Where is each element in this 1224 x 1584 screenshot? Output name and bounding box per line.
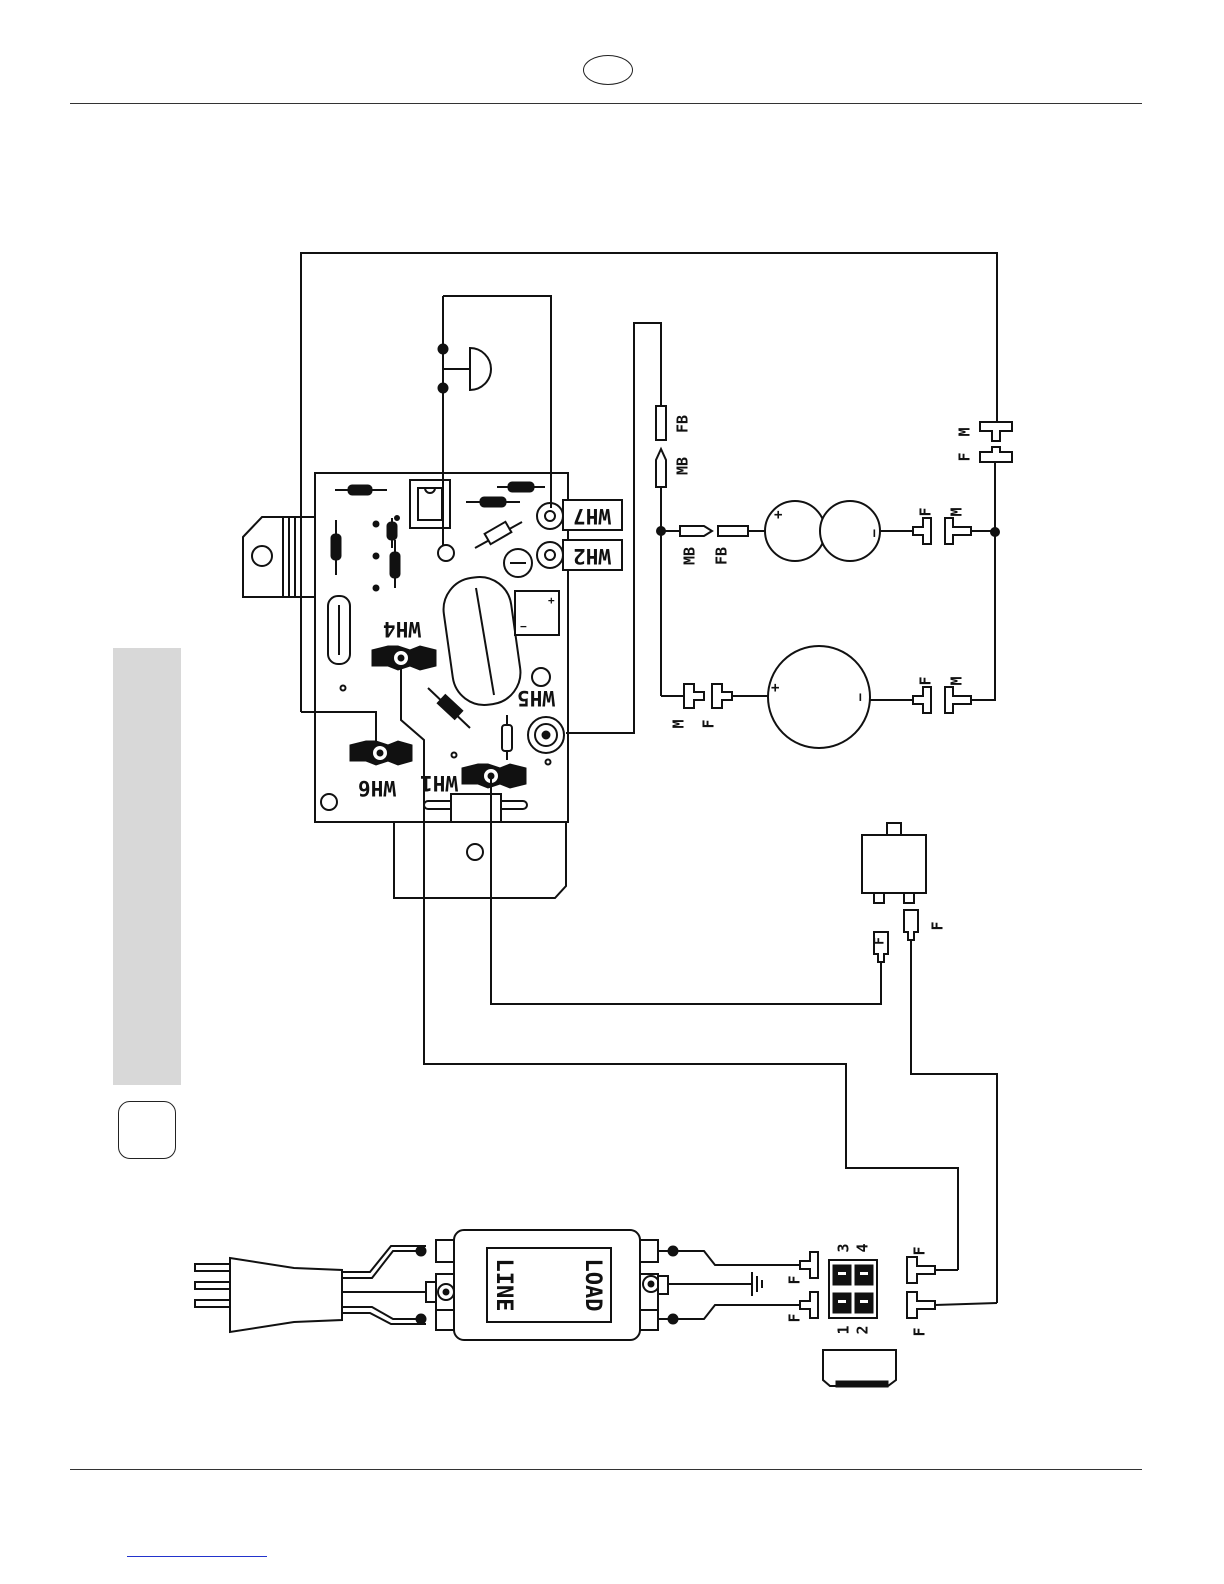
m-connector-lower-return: M: [945, 676, 971, 713]
bridge-minus: −: [520, 620, 527, 633]
regulator-leg-block: [301, 517, 315, 597]
f-connector-lower-return: F: [913, 676, 935, 713]
wh5-label: WH5: [517, 686, 555, 710]
fb-connector: FB: [656, 406, 692, 440]
f-connector-switch-4: F: [907, 1246, 935, 1283]
board-via: [373, 585, 379, 591]
svg-text:F: F: [786, 1313, 804, 1322]
f-connector-relay-left: F: [873, 932, 889, 962]
board-via: [341, 686, 346, 691]
svg-text:F: F: [956, 452, 974, 461]
svg-text:M: M: [956, 427, 974, 436]
large-motor: + −: [768, 646, 870, 748]
svg-text:M: M: [948, 676, 966, 685]
wh1-label: WH1: [420, 771, 458, 795]
mb-connector-h: MB: [680, 526, 712, 565]
filter-load-bot-wire: [658, 1305, 800, 1319]
line-filter: LINE LOAD: [416, 1230, 678, 1340]
svg-text:M: M: [670, 719, 688, 728]
fb-connector-h: FB: [713, 526, 749, 565]
lower-return-wire: [971, 462, 995, 700]
plug-cord-top-2: [342, 1246, 426, 1272]
board-via: [373, 521, 379, 527]
ground-icon: [752, 1272, 762, 1296]
board-connector-block: [451, 794, 501, 822]
filter-load-top-wire: [658, 1251, 800, 1265]
wh4-label: WH4: [383, 617, 421, 641]
power-plug: [195, 1258, 342, 1332]
wh7-label: WH7: [573, 504, 611, 528]
svg-text:F: F: [911, 1246, 929, 1255]
svg-text:F: F: [700, 719, 718, 728]
switch-2-wire: [935, 1303, 997, 1305]
f-connector-relay-right: F: [904, 910, 947, 940]
control-board: + − WH7 WH2: [243, 473, 622, 898]
twin-motor: + −: [765, 501, 882, 561]
wh6-label: WH6: [358, 776, 396, 800]
twin-motor-plus: +: [774, 507, 782, 523]
thermostat-sensor: [470, 348, 491, 390]
f-connector-upper-return: F: [913, 507, 935, 544]
switch-pin-1: 1: [835, 1325, 853, 1334]
board-via: [395, 516, 400, 521]
mount-plate-hole: [467, 844, 483, 860]
board-via: [546, 760, 551, 765]
m-connector-upper-return: M: [945, 507, 971, 544]
switch-pin-4: 4: [854, 1243, 872, 1252]
filter-load-label: LOAD: [580, 1259, 605, 1312]
twin-motor-minus: −: [866, 529, 882, 537]
board-mount-plate: [394, 822, 566, 898]
f-connector-right-bus: F: [956, 447, 1013, 462]
board-minus-marker: [504, 549, 532, 577]
m-connector-right-bus: M: [956, 422, 1013, 441]
svg-text:FB: FB: [674, 415, 692, 433]
heatsink-hole: [252, 546, 272, 566]
svg-text:F: F: [929, 921, 947, 930]
board-via: [452, 753, 457, 758]
svg-text:FB: FB: [713, 547, 731, 565]
relay-component: [862, 823, 926, 903]
board-mount-hole: [321, 794, 337, 810]
board-test-point: [532, 668, 550, 686]
switch-pin-2: 2: [854, 1325, 872, 1334]
large-motor-plus: +: [771, 680, 779, 696]
switch-pin-3: 3: [835, 1243, 853, 1252]
large-motor-minus: −: [852, 693, 868, 701]
terminal-wh2[interactable]: WH2: [537, 540, 622, 570]
svg-text:F: F: [873, 937, 888, 945]
f-connector-switch-2: F: [907, 1292, 935, 1337]
svg-text:F: F: [786, 1275, 804, 1284]
svg-text:F: F: [917, 507, 935, 516]
svg-text:F: F: [911, 1327, 929, 1336]
f-connector-switch-3: F: [786, 1252, 819, 1285]
board-via: [373, 553, 379, 559]
svg-text:MB: MB: [681, 547, 699, 565]
regulator-body: [283, 517, 301, 597]
bridge-plus: +: [548, 594, 555, 607]
svg-text:F: F: [917, 676, 935, 685]
f-connector-switch-1: F: [786, 1292, 819, 1323]
board-pad: [438, 545, 454, 561]
wh2-label: WH2: [573, 544, 611, 568]
filter-line-label: LINE: [491, 1259, 516, 1312]
rocker-switch[interactable]: 3 4 1 2: [823, 1243, 896, 1387]
svg-text:MB: MB: [674, 457, 692, 475]
svg-text:M: M: [948, 507, 966, 516]
terminal-wh7[interactable]: WH7: [537, 500, 622, 530]
f-connector-large-motor: F: [700, 684, 733, 729]
mb-connector: MB: [656, 449, 692, 487]
